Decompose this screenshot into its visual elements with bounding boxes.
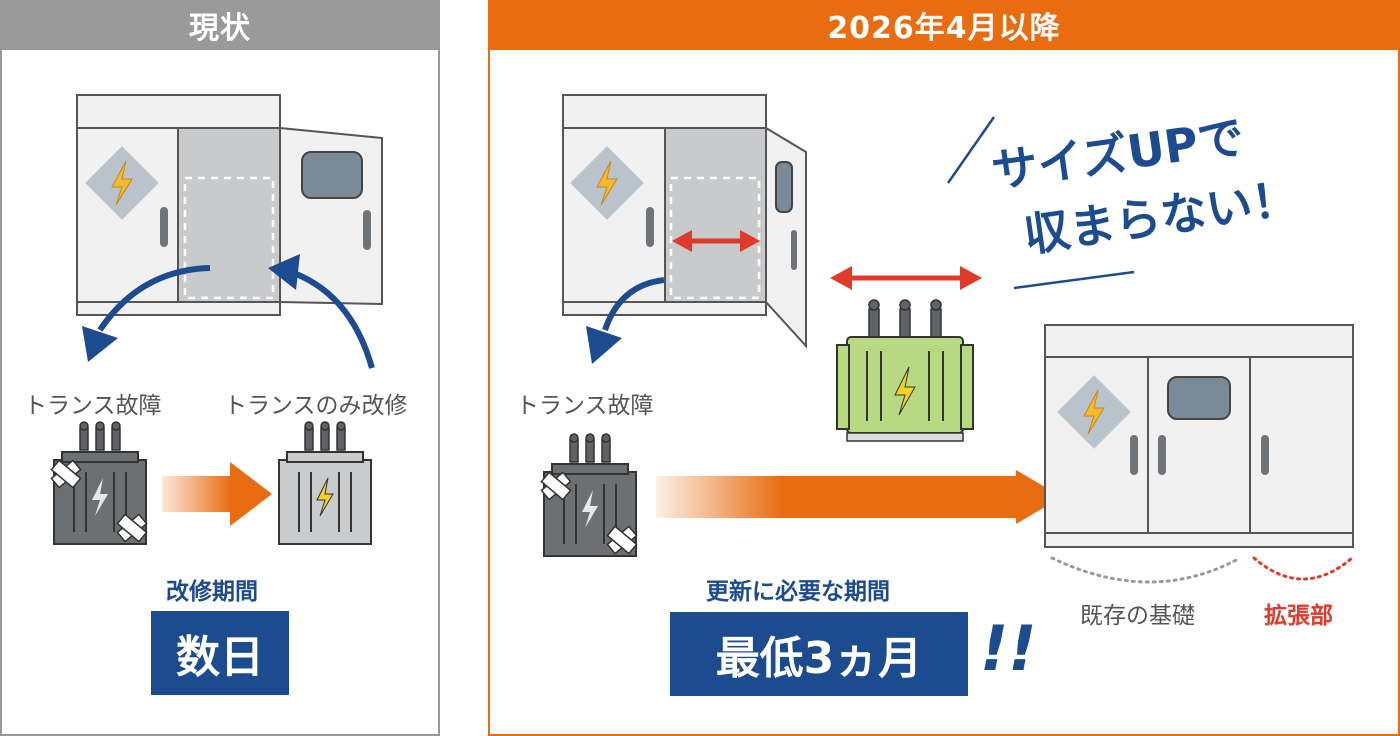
- cubicle-right: [562, 94, 807, 349]
- period-label-right: 更新に必要な期間: [706, 579, 890, 605]
- catch-underline: [1013, 270, 1135, 290]
- period-value-left: 数日: [151, 611, 289, 695]
- transformer-width-arrow: [830, 266, 982, 290]
- exclaim-marks: !!: [980, 612, 1037, 685]
- catch-slash: [946, 116, 996, 184]
- current-state-header: 現状: [0, 0, 440, 50]
- extension-label: 拡張部: [1264, 603, 1333, 629]
- inner-width-arrow: [672, 230, 760, 252]
- current-state-panel: 現状: [0, 0, 440, 736]
- renewal-arrow: [656, 476, 1018, 518]
- extension-bracket: [1252, 556, 1354, 581]
- new-cubicle: [1044, 324, 1354, 548]
- broken-transformer-right: [540, 433, 638, 557]
- cubicle-left: [76, 94, 383, 316]
- new-transformer: [836, 299, 974, 442]
- period-value-right: 最低3ヵ月: [670, 612, 968, 696]
- install-arrow: [284, 267, 375, 369]
- repair-label: トランスのみ改修: [224, 393, 408, 419]
- broken-transformer: [50, 421, 148, 545]
- replace-arrow: [162, 476, 232, 512]
- period-label-left: 改修期間: [166, 579, 258, 605]
- remove-arrow: [97, 265, 211, 332]
- after-2026-panel: 2026年4月以降: [488, 0, 1400, 736]
- repaired-transformer: [278, 421, 372, 545]
- existing-foundation-bracket: [1050, 556, 1242, 584]
- fault-label-right: トランス故障: [516, 393, 654, 419]
- existing-foundation-label: 既存の基礎: [1080, 603, 1195, 629]
- fault-label-left: トランス故障: [24, 393, 162, 419]
- after-2026-header: 2026年4月以降: [488, 0, 1400, 50]
